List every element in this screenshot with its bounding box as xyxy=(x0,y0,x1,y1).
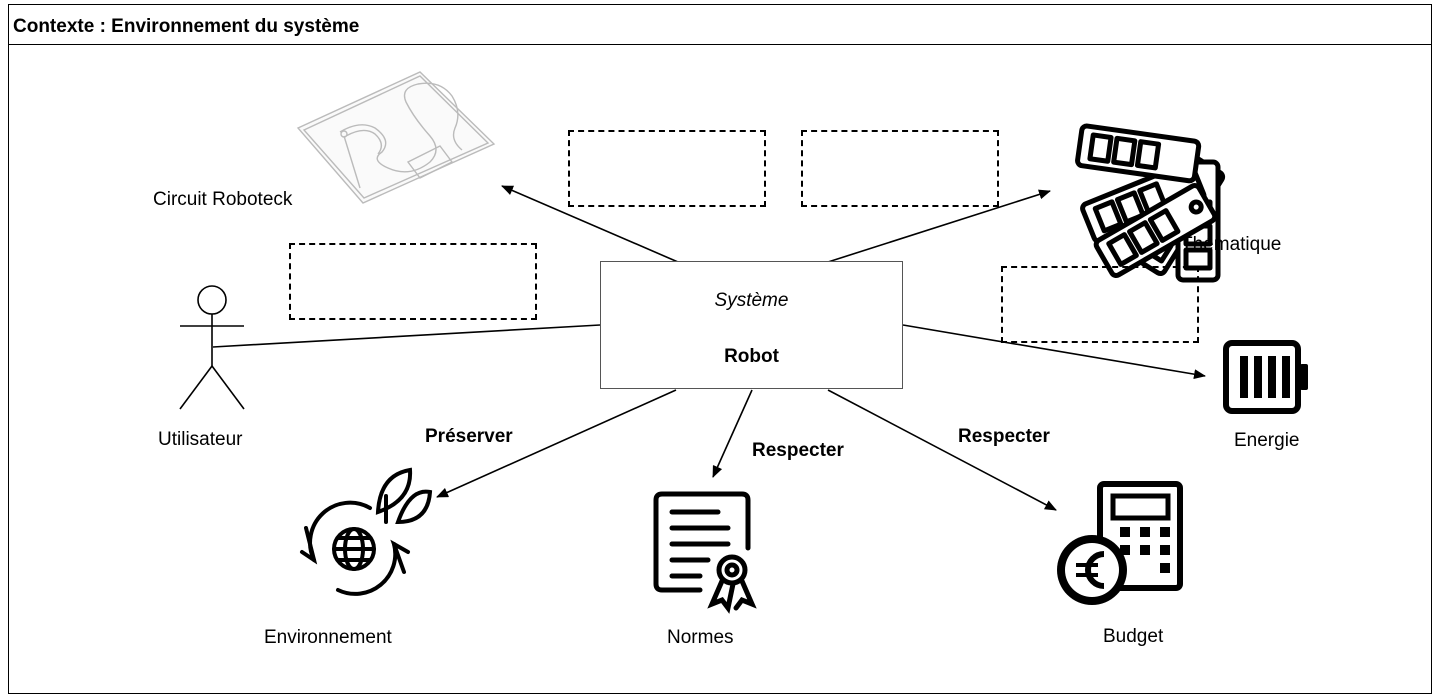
label-utilisateur: Utilisateur xyxy=(158,429,243,450)
connector-to-budget xyxy=(827,389,1057,511)
euro-calculator-icon xyxy=(1057,481,1183,605)
label-budget: Budget xyxy=(1103,626,1164,647)
relation-label-respecter-normes: Respecter xyxy=(752,440,844,461)
relation-label-respecter-budget: Respecter xyxy=(958,426,1050,447)
placeholder-box-utilisateur xyxy=(289,243,537,320)
system-name-label: Robot xyxy=(724,346,779,367)
placeholder-box-circuit xyxy=(568,130,766,207)
connector-to-environnement xyxy=(436,389,677,498)
system-kind-label: Système xyxy=(714,290,789,311)
frame-title-bar: Contexte : Environnement du système xyxy=(9,5,1431,45)
eco-globe-recycle-icon xyxy=(300,467,433,596)
certificate-icon xyxy=(653,491,757,614)
relation-label-preserver: Préserver xyxy=(425,426,513,447)
placeholder-box-energie xyxy=(1001,266,1199,343)
label-thematique: Thématique xyxy=(1181,234,1282,255)
connector-to-utilisateur xyxy=(212,324,601,348)
connector-to-circuit xyxy=(501,185,679,263)
circuit-board-icon xyxy=(296,71,496,204)
frame-title: Contexte : Environnement du système xyxy=(13,16,360,37)
system-box[interactable]: Système Robot xyxy=(600,261,903,389)
battery-icon xyxy=(1223,340,1308,414)
placeholder-box-thematique xyxy=(801,130,999,207)
diagram-canvas xyxy=(179,71,1308,614)
label-circuit: Circuit Roboteck xyxy=(153,189,293,210)
connector-to-thematique xyxy=(827,189,1051,263)
connector-to-normes xyxy=(712,389,753,478)
color-swatch-fan-icon xyxy=(1075,123,1226,283)
label-environnement: Environnement xyxy=(264,627,392,648)
label-energie: Energie xyxy=(1234,430,1300,451)
actor-stick-figure-icon xyxy=(179,285,245,410)
label-normes: Normes xyxy=(667,627,734,648)
connector-to-energie xyxy=(902,324,1206,380)
